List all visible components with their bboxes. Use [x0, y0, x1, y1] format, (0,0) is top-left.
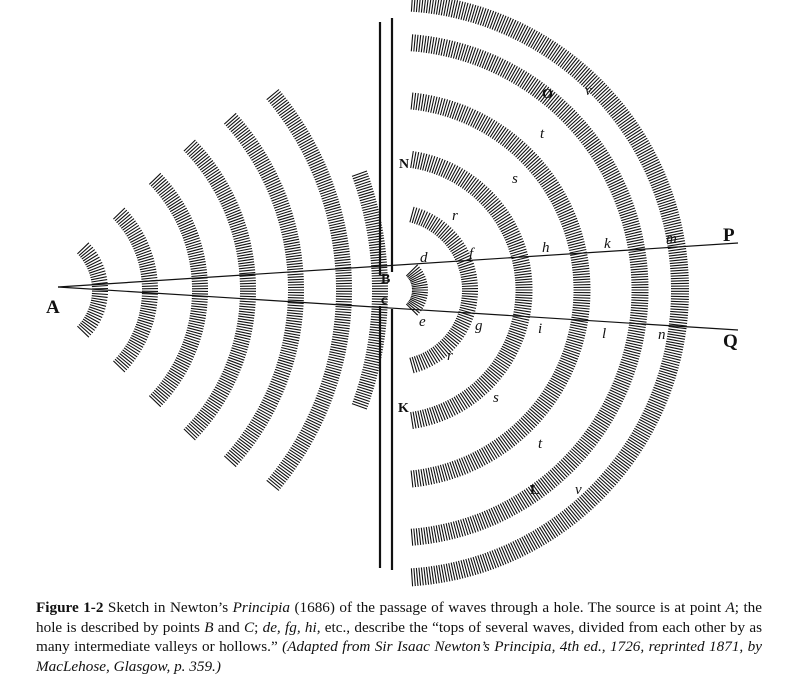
- caption-text-4: ;: [254, 618, 263, 636]
- diffracted-wave-1-hatching: [405, 264, 428, 316]
- diffracted-wave-3-hatching: [410, 151, 533, 429]
- caption-point-a: A: [725, 599, 735, 616]
- incident-wave-1-hatching: [77, 242, 109, 338]
- side-label-upper-s: s: [512, 171, 518, 187]
- wave-label-g: g: [475, 318, 483, 334]
- incident-wave-2-hatching: [113, 207, 159, 373]
- incident-wave-6: [266, 89, 353, 491]
- wave-label-n: n: [658, 327, 666, 343]
- incident-wave-4: [183, 139, 257, 441]
- incident-wave-3-hatching: [148, 172, 209, 408]
- caption-point-c: C: [243, 618, 255, 636]
- label-region-l: L: [530, 483, 539, 498]
- figure-number: Figure 1-2: [36, 599, 104, 616]
- label-wall-n: N: [399, 157, 409, 172]
- caption-text-3: ; the hole is described by points: [36, 599, 763, 636]
- diffracted-wave-4-hatching: [410, 92, 591, 488]
- wave-label-i: i: [538, 321, 542, 337]
- diffracted-wave-4: [410, 92, 591, 488]
- incident-wave-7: [351, 170, 389, 410]
- wave-label-f: f: [469, 246, 475, 262]
- incident-wave-6-hatching: [266, 89, 353, 491]
- label-point-c: c: [381, 293, 387, 308]
- figure-caption: Figure 1-2 Sketch in Newton’s Principia …: [36, 598, 762, 676]
- caption-pairs: de, fg, hi,: [262, 618, 321, 636]
- label-ray-p: P: [723, 225, 735, 246]
- diffracted-wave-6-hatching: [410, 0, 690, 587]
- incident-wave-5: [223, 112, 305, 468]
- caption-text-2: (1686) of the passage of waves through a…: [290, 599, 726, 616]
- ray-upper: [57, 242, 739, 288]
- diffracted-wave-1: [405, 264, 428, 316]
- side-label-lower-s: s: [493, 390, 499, 406]
- caption-text-5: etc., describe the “tops of several wave…: [36, 618, 762, 656]
- caption-work-title: Principia: [232, 599, 290, 616]
- wave-label-e: e: [419, 314, 426, 330]
- label-point-b: B: [381, 272, 390, 287]
- diffracted-wave-2-hatching: [409, 206, 479, 374]
- wave-label-m: m: [666, 231, 677, 247]
- ray-lower: [57, 286, 739, 331]
- label-source-a: A: [46, 297, 60, 318]
- incident-wave-2: [113, 207, 159, 373]
- caption-text-and: and: [213, 618, 244, 636]
- side-label-lower-r: r: [447, 348, 453, 364]
- side-label-lower-t: t: [538, 436, 543, 452]
- diffracted-wave-6: [410, 0, 690, 587]
- side-label-upper-r: r: [452, 208, 458, 224]
- wave-label-d: d: [420, 250, 428, 266]
- incident-wave-5-hatching: [223, 112, 305, 468]
- incident-wave-1: [77, 242, 109, 338]
- incident-wave-7-hatching: [351, 170, 389, 410]
- diffracted-wave-2: [409, 206, 479, 374]
- caption-point-b: B: [204, 618, 214, 636]
- label-wall-k: K: [398, 401, 409, 416]
- side-label-upper-v: v: [585, 83, 592, 99]
- rays: [57, 242, 739, 331]
- diffracted-wave-5: [410, 34, 649, 546]
- incident-wave-4-hatching: [183, 139, 257, 441]
- wave-label-h: h: [542, 240, 550, 256]
- label-ray-q: Q: [723, 331, 738, 352]
- label-region-o: O: [542, 87, 553, 102]
- wall: [378, 18, 394, 570]
- diffracted-wavefronts: [405, 0, 690, 587]
- caption-text-1: Sketch in Newton’s: [103, 599, 233, 616]
- incident-wave-3: [148, 172, 209, 408]
- side-label-upper-t: t: [540, 126, 545, 142]
- wave-label-k: k: [604, 236, 611, 252]
- incident-wavefronts: [77, 89, 389, 491]
- side-label-lower-v: v: [575, 482, 582, 498]
- diffracted-wave-5-hatching: [410, 34, 649, 546]
- diffracted-wave-3: [410, 151, 533, 429]
- caption-source-note: (Adapted from Sir Isaac Newton’s Princip…: [36, 638, 762, 675]
- wave-label-l: l: [602, 326, 606, 342]
